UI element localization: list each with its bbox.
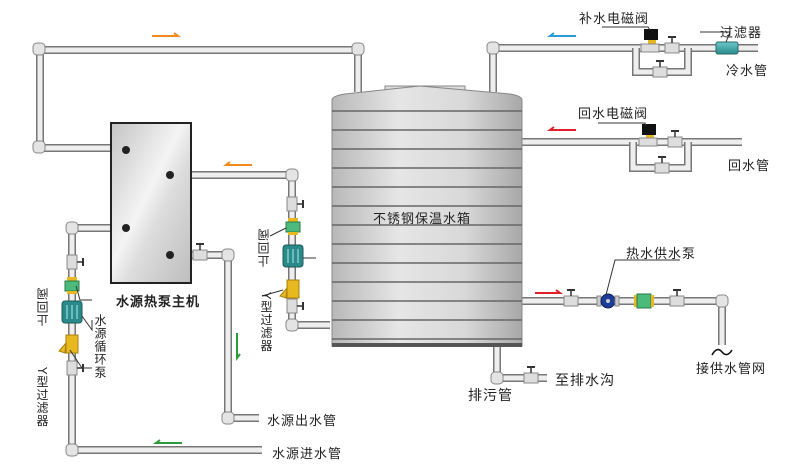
heat-pump-host xyxy=(110,122,192,284)
gate-valve-icon xyxy=(652,60,668,78)
label-source-outlet-pipe: 水源出水管 xyxy=(267,414,338,429)
stainless-tank xyxy=(331,85,523,347)
arrow-supply xyxy=(535,289,563,294)
gate-valve-icon xyxy=(523,366,539,384)
pipe-cold-water xyxy=(489,44,758,92)
pipe-top-loop xyxy=(36,46,362,152)
hot-water-supply-pump xyxy=(596,293,654,309)
arrow-source-in xyxy=(153,439,182,444)
pipe-supply xyxy=(522,297,726,345)
makeup-solenoid-valve xyxy=(640,29,660,53)
label-makeup-solenoid-valve: 补水电磁阀 xyxy=(579,12,650,27)
gate-valve-icon xyxy=(66,360,84,376)
label-tank: 不锈钢保温水箱 xyxy=(373,212,472,227)
arrow-cold xyxy=(547,32,576,37)
gate-valve-icon xyxy=(286,298,304,314)
label-hot-water-supply-pump: 热水供水泵 xyxy=(626,247,697,262)
label-filter: 过滤器 xyxy=(720,26,763,41)
gate-valve-icon xyxy=(192,243,208,261)
return-solenoid-valve xyxy=(638,124,658,147)
filter-icon xyxy=(715,41,739,55)
label-heat-pump-host: 水源热泵主机 xyxy=(116,295,201,310)
label-y-filter-left: Y型过滤器 xyxy=(35,367,49,428)
label-supply-network: 接供水管网 xyxy=(696,362,767,377)
supply-network-icon xyxy=(711,348,733,356)
gate-valve-icon xyxy=(667,130,683,148)
arrow-return xyxy=(547,126,576,131)
source-circ-pump-set xyxy=(58,277,83,354)
label-source-inlet-pipe: 水源进水管 xyxy=(272,447,343,462)
gate-valve-icon xyxy=(669,289,685,307)
leader-lines xyxy=(69,26,731,369)
label-return-pipe: 回水管 xyxy=(728,159,771,174)
arrow-hot-mid xyxy=(223,161,252,166)
label-source-circ-pump: 水源循环泵 xyxy=(93,314,107,379)
arrow-source-out xyxy=(236,333,241,361)
label-check-valve-left: 止回阀 xyxy=(36,287,50,326)
label-y-filter-right: Y型过滤器 xyxy=(259,292,273,353)
flow-arrows xyxy=(152,32,576,444)
gate-valve-icon xyxy=(286,196,304,212)
pipe-elbows xyxy=(32,41,729,457)
label-return-solenoid-valve: 回水电磁阀 xyxy=(578,107,649,122)
label-check-valve-right: 止回阀 xyxy=(257,228,271,267)
arrow-hot-top xyxy=(152,32,181,37)
gate-valve-icon xyxy=(563,289,579,307)
gate-valve-icon xyxy=(664,36,680,54)
label-cold-water-pipe: 冷水管 xyxy=(726,64,769,79)
hot-circ-pump-set xyxy=(279,218,304,299)
label-drain-pipe: 排污管 xyxy=(468,388,513,404)
gate-valve-icon xyxy=(654,156,670,174)
label-to-drain-ditch: 至排水沟 xyxy=(555,373,615,389)
gate-valve-icon xyxy=(66,254,84,270)
gate-valves xyxy=(66,36,685,384)
